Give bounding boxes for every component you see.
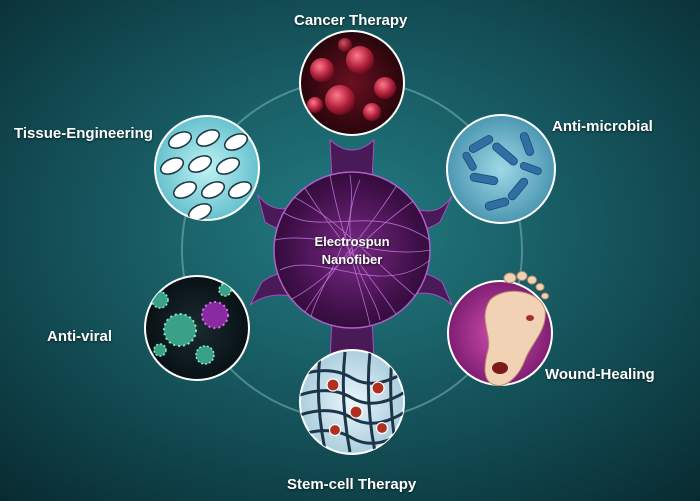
label-cancer-therapy: Cancer Therapy [294,12,408,29]
center-label: Electrospun Nanofiber [292,233,412,269]
label-wound-healing: Wound-Healing [545,366,655,383]
tissue-engineering-node [154,115,260,221]
wound-healing-node [447,271,553,387]
center-label-line2: Nanofiber [321,252,383,267]
label-anti-viral: Anti-viral [47,328,113,345]
anti-viral-node [144,275,250,381]
label-anti-microbial: Anti-microbial [552,118,653,135]
foot-icon [484,271,549,387]
label-tissue-engineering: Tissue-Engineering [14,125,153,142]
central-hub [273,171,431,329]
cancer-therapy-node [299,30,405,136]
stem-cell-therapy-node [299,349,405,455]
anti-microbial-node [446,114,556,224]
label-stem-cell-therapy: Stem-cell Therapy [287,476,417,493]
center-label-line1: Electrospun [314,234,390,249]
